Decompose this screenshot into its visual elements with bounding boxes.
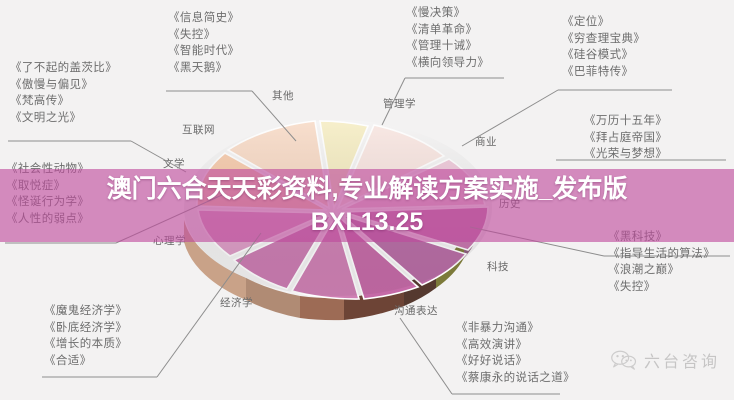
- book-title: 《非暴力沟通》: [456, 322, 540, 334]
- callout-literature: 《了不起的盖茨比》 《傲慢与偏见》 《梵高传》 《文明之光》: [10, 60, 117, 126]
- book-title: 《合适》: [44, 354, 92, 367]
- callout-communication: 《非暴力沟通》 《高效演讲》 《好好说话》 《蔡康永的说话之道》: [456, 320, 575, 386]
- book-title: 《人性的弱点》: [6, 212, 90, 225]
- pie-label-hulianwang: 互联网: [182, 124, 215, 136]
- book-title: 《好好说话》: [456, 355, 528, 367]
- callout-business: 《定位》 《穷查理宝典》 《硅谷模式》 《巴菲特传》: [562, 14, 645, 80]
- book-title: 《增长的本质》: [44, 338, 128, 350]
- book-title: 《了不起的盖茨比》: [10, 62, 118, 74]
- watermark-text: 六台咨询: [643, 354, 720, 371]
- book-title: 《慢决策》: [406, 7, 466, 19]
- pie-label-wenxue: 文学: [163, 158, 185, 170]
- book-title: 《傲慢与偏见》: [10, 78, 94, 91]
- book-title: 《拜占庭帝国》: [584, 131, 668, 144]
- book-title: 《指导生活的算法》: [608, 247, 716, 260]
- book-title: 《蔡康永的说话之道》: [456, 371, 575, 384]
- wechat-icon: [611, 350, 637, 370]
- watermark: 六台咨询: [611, 348, 720, 372]
- pie-label-shangye: 商业: [475, 136, 497, 148]
- book-title: 《文明之光》: [10, 111, 82, 124]
- book-title: 《信息简史》: [168, 12, 240, 24]
- book-title: 《取悦症》: [6, 179, 66, 192]
- book-title: 《横向领导力》: [406, 56, 490, 69]
- book-title: 《万历十五年》: [584, 115, 668, 127]
- book-title: 《光荣与梦想》: [584, 148, 668, 160]
- book-title: 《黑科技》: [608, 231, 668, 243]
- pie-label-qita: 其他: [272, 90, 294, 102]
- book-title: 《失控》: [608, 280, 656, 293]
- book-title: 《穷查理宝典》: [562, 32, 646, 45]
- wechat-icon-svg: [611, 350, 637, 370]
- callout-internet: 《信息简史》 《失控》 《智能时代》 《黑天鹅》: [168, 10, 239, 76]
- book-title: 《管理十诫》: [406, 40, 478, 52]
- book-title: 《魔鬼经济学》: [44, 305, 128, 317]
- pie-label-goutongbiaoda: 沟通表达: [394, 305, 438, 317]
- book-title: 《硅谷模式》: [562, 49, 634, 61]
- pie-label-keji: 科技: [487, 261, 509, 273]
- callout-history: 《万历十五年》 《拜占庭帝国》 《光荣与梦想》: [584, 113, 667, 163]
- book-title: 《失控》: [168, 28, 216, 41]
- book-title: 《黑天鹅》: [168, 61, 228, 74]
- callout-technology: 《黑科技》 《指导生活的算法》 《浪潮之巅》 《失控》: [608, 229, 715, 295]
- book-title: 《清单革命》: [406, 23, 478, 36]
- book-title: 《社会性动物》: [6, 163, 90, 175]
- callout-economics: 《魔鬼经济学》 《卧底经济学》 《增长的本质》 《合适》: [44, 303, 127, 369]
- book-title: 《卧底经济学》: [44, 321, 128, 334]
- pie-label-jingjixue: 经济学: [220, 297, 253, 309]
- book-title: 《智能时代》: [168, 45, 240, 57]
- callout-psychology: 《社会性动物》 《取悦症》 《怪诞行为学》 《人性的弱点》: [6, 161, 89, 227]
- book-title: 《巴菲特传》: [562, 65, 634, 78]
- book-title: 《怪诞行为学》: [6, 196, 90, 208]
- book-title: 《定位》: [562, 16, 610, 28]
- book-title: 《梵高传》: [10, 95, 70, 107]
- callout-management: 《慢决策》 《清单革命》 《管理十诫》 《横向领导力》: [406, 5, 489, 71]
- book-title: 《浪潮之巅》: [608, 264, 680, 276]
- book-title: 《高效演讲》: [456, 338, 528, 351]
